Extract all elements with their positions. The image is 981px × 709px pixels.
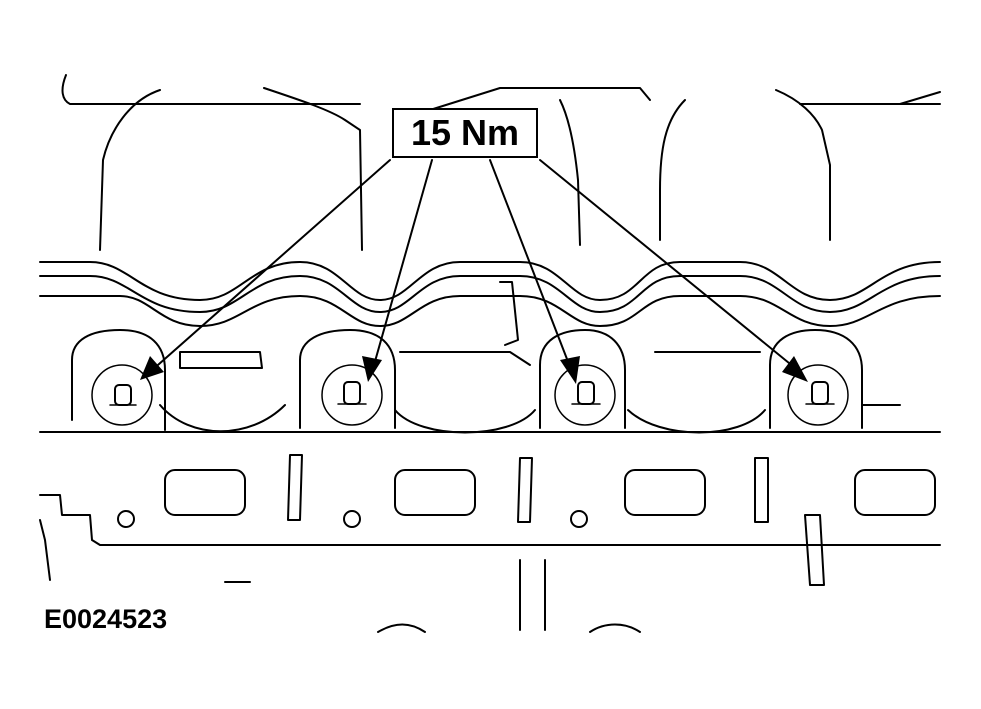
torque-callout: 15 Nm: [392, 108, 538, 158]
intake-runners: [61, 74, 941, 251]
flange-waves: [39, 261, 941, 327]
figure-id: E0024523: [44, 604, 168, 634]
bolt-bosses: [71, 281, 901, 434]
bolts: [109, 381, 835, 406]
bolt-1: [109, 384, 137, 406]
bolt-4: [805, 381, 835, 405]
bolt-3: [571, 381, 601, 405]
bolt-2: [337, 381, 367, 405]
cylinder-head: [39, 454, 941, 633]
callout-arrows: [140, 159, 808, 384]
